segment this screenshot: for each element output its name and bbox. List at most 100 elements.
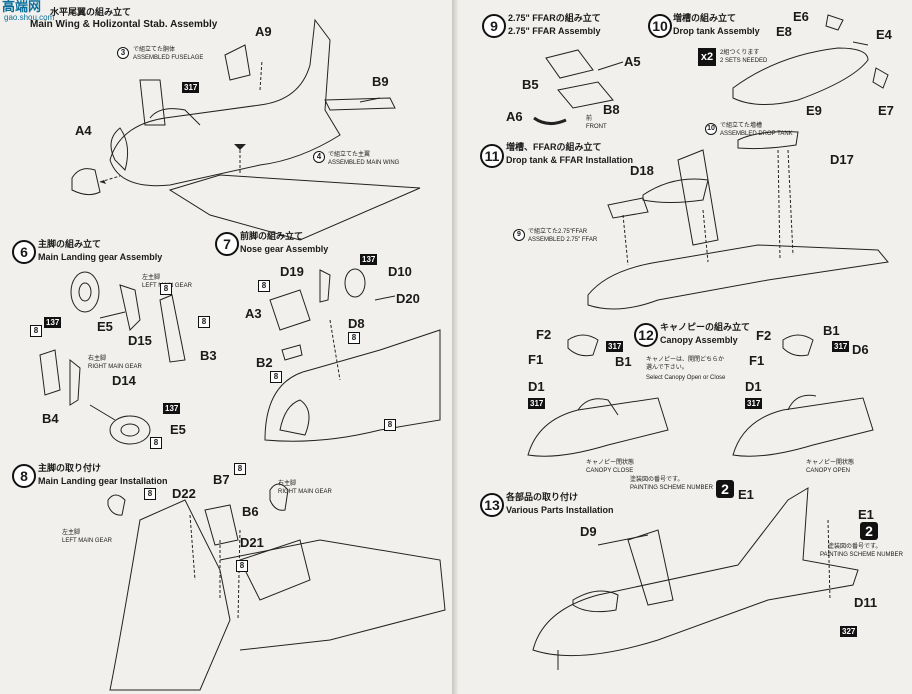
color-137-nose: 137 — [360, 254, 378, 265]
front-en: FRONT — [586, 124, 607, 130]
color-8-nose-c: 8 — [270, 371, 282, 383]
part-d21: D21 — [240, 535, 264, 550]
part-d18: D18 — [630, 163, 654, 178]
color-8-nose-a: 8 — [258, 280, 270, 292]
part-d10: D10 — [388, 264, 412, 279]
left-page: 高端网 gao.shou.com 水平尾翼の組み立て Main Wing & H… — [0, 0, 452, 694]
canopy-open-jp: キャノピー開状態 — [806, 460, 855, 466]
part-e4: E4 — [876, 27, 892, 42]
choose-canopy-jp-1: キャノピーは、開閉どちらか — [646, 357, 725, 363]
left-gear-jp: 左主脚 — [142, 275, 161, 281]
paint-scheme-jp-b: 塗装図の番号です。 — [828, 544, 882, 550]
canopy-open-en: CANOPY OPEN — [806, 468, 850, 474]
step8-left-en: LEFT MAIN GEAR — [62, 538, 112, 544]
part-e7: E7 — [878, 103, 894, 118]
step11-title-en: Drop tank & FFAR Installation — [506, 155, 634, 165]
choose-canopy-jp-2: 選んで下さい。 — [646, 365, 688, 371]
canopy-close-en: CANOPY CLOSE — [586, 468, 634, 474]
paint-scheme-badge-a: 2 — [716, 480, 734, 498]
color-327: 327 — [840, 626, 858, 637]
step6-number: 6 — [12, 240, 36, 264]
part-b6: B6 — [242, 504, 259, 519]
part-b4: B4 — [42, 411, 59, 426]
step4-ref-jp: で組立てた主翼 — [328, 152, 371, 158]
part-d15: D15 — [128, 333, 152, 348]
wing-stab-header-jp: 水平尾翼の組み立て — [50, 7, 132, 17]
part-d14: D14 — [112, 373, 136, 388]
step12-title-jp: キャノピーの組み立て — [660, 322, 751, 332]
wheel-e5-lower — [109, 415, 151, 445]
color-317-open-a: 317 — [832, 341, 850, 352]
canopy-open-drawing — [732, 397, 874, 457]
step9-title-en: 2.75" FFAR Assembly — [508, 26, 601, 36]
step3-ref-circle: 3 — [117, 47, 129, 59]
color-8-b: 8 — [198, 316, 210, 328]
step6-title-jp: 主脚の組み立て — [38, 239, 102, 249]
wheel-e5-upper — [70, 271, 100, 313]
part-d17: D17 — [830, 152, 854, 167]
step11-number: 11 — [480, 144, 504, 168]
step13-number: 13 — [480, 493, 504, 517]
final-aircraft-drawing — [532, 487, 859, 657]
step9-ref-circle: 9 — [513, 229, 525, 241]
ref9-en: ASSEMBLED 2.75" FFAR — [528, 237, 598, 243]
paint-scheme-badge-b: 2 — [860, 522, 878, 540]
color-8-nose-b: 8 — [348, 332, 360, 344]
step8-left-jp: 左主脚 — [62, 530, 81, 536]
step4-ref-circle: 4 — [313, 151, 325, 163]
page-gutter — [452, 0, 458, 694]
part-b5: B5 — [522, 77, 539, 92]
step8-right-jp: 右主脚 — [278, 481, 297, 487]
step12-title-en: Canopy Assembly — [660, 335, 738, 345]
right-gear-jp: 右主脚 — [88, 356, 107, 362]
step6-title-en: Main Landing gear Assembly — [38, 252, 163, 262]
paint-scheme-en-a: PAINTING SCHEME NUMBER — [630, 485, 713, 491]
part-d20: D20 — [396, 291, 420, 306]
part-b3: B3 — [200, 348, 217, 363]
watermark-logo: 高端网 — [2, 0, 42, 14]
color-317-close-b: 317 — [528, 398, 546, 409]
main-wing-drawing — [168, 174, 421, 241]
front-jp: 前 — [586, 116, 593, 122]
step9-title-jp: 2.75" FFARの組み立て — [508, 13, 601, 23]
part-e8: E8 — [776, 24, 792, 39]
color-137-a: 137 — [44, 317, 62, 328]
part-d1-open: D1 — [745, 379, 762, 394]
part-f1-close: F1 — [528, 352, 544, 367]
step7-number: 7 — [215, 232, 239, 256]
color-8-nose-d: 8 — [384, 419, 396, 431]
color-8-s8-c: 8 — [236, 560, 248, 572]
part-b8: B8 — [603, 102, 620, 117]
right-page-illustrations — [527, 14, 889, 670]
step12-number: 12 — [634, 323, 658, 347]
step10-title-jp: 増槽の組み立て — [673, 13, 737, 23]
step7-title-en: Nose gear Assembly — [240, 244, 329, 254]
part-a3: A3 — [245, 306, 262, 321]
part-b7: B7 — [213, 472, 230, 487]
part-e1-b: E1 — [858, 507, 874, 522]
gear-install-drawing — [109, 499, 231, 691]
part-a5: A5 — [624, 54, 641, 69]
color-8-s8-a: 8 — [234, 463, 246, 475]
step8-title-en: Main Landing gear Installation — [38, 476, 168, 486]
sets-needed-en: 2 SETS NEEDED — [720, 58, 768, 64]
part-f2-open: F2 — [756, 328, 772, 343]
nose-section-drawing — [264, 329, 441, 442]
color-317-open-b: 317 — [745, 398, 763, 409]
part-a4: A4 — [75, 123, 92, 138]
step3-ref-en: ASSEMBLED FUSELAGE — [133, 55, 204, 61]
fuselage-drawing — [109, 18, 341, 187]
paint-scheme-en-b: PAINTING SCHEME NUMBER — [820, 552, 903, 558]
ref9-jp: で組立てた2.75"FFAR — [528, 229, 588, 235]
choose-canopy-en: Select Canopy Open or Close — [646, 375, 726, 381]
wing-stab-header-en: Main Wing & Holizontal Stab. Assembly — [30, 19, 218, 30]
part-e1-a: E1 — [738, 487, 754, 502]
step13-title-en: Various Parts Installation — [506, 505, 614, 515]
part-f1-open: F1 — [749, 353, 765, 368]
part-a6: A6 — [506, 109, 523, 124]
step8-title-jp: 主脚の取り付け — [38, 463, 102, 473]
step3-ref-jp: で組立てた胴体 — [133, 47, 176, 53]
color-317-top: 317 — [182, 82, 200, 93]
canopy-close-drawing — [527, 397, 669, 457]
right-page: 9 2.75" FFARの組み立て 2.75" FFAR Assembly A5… — [458, 0, 912, 694]
